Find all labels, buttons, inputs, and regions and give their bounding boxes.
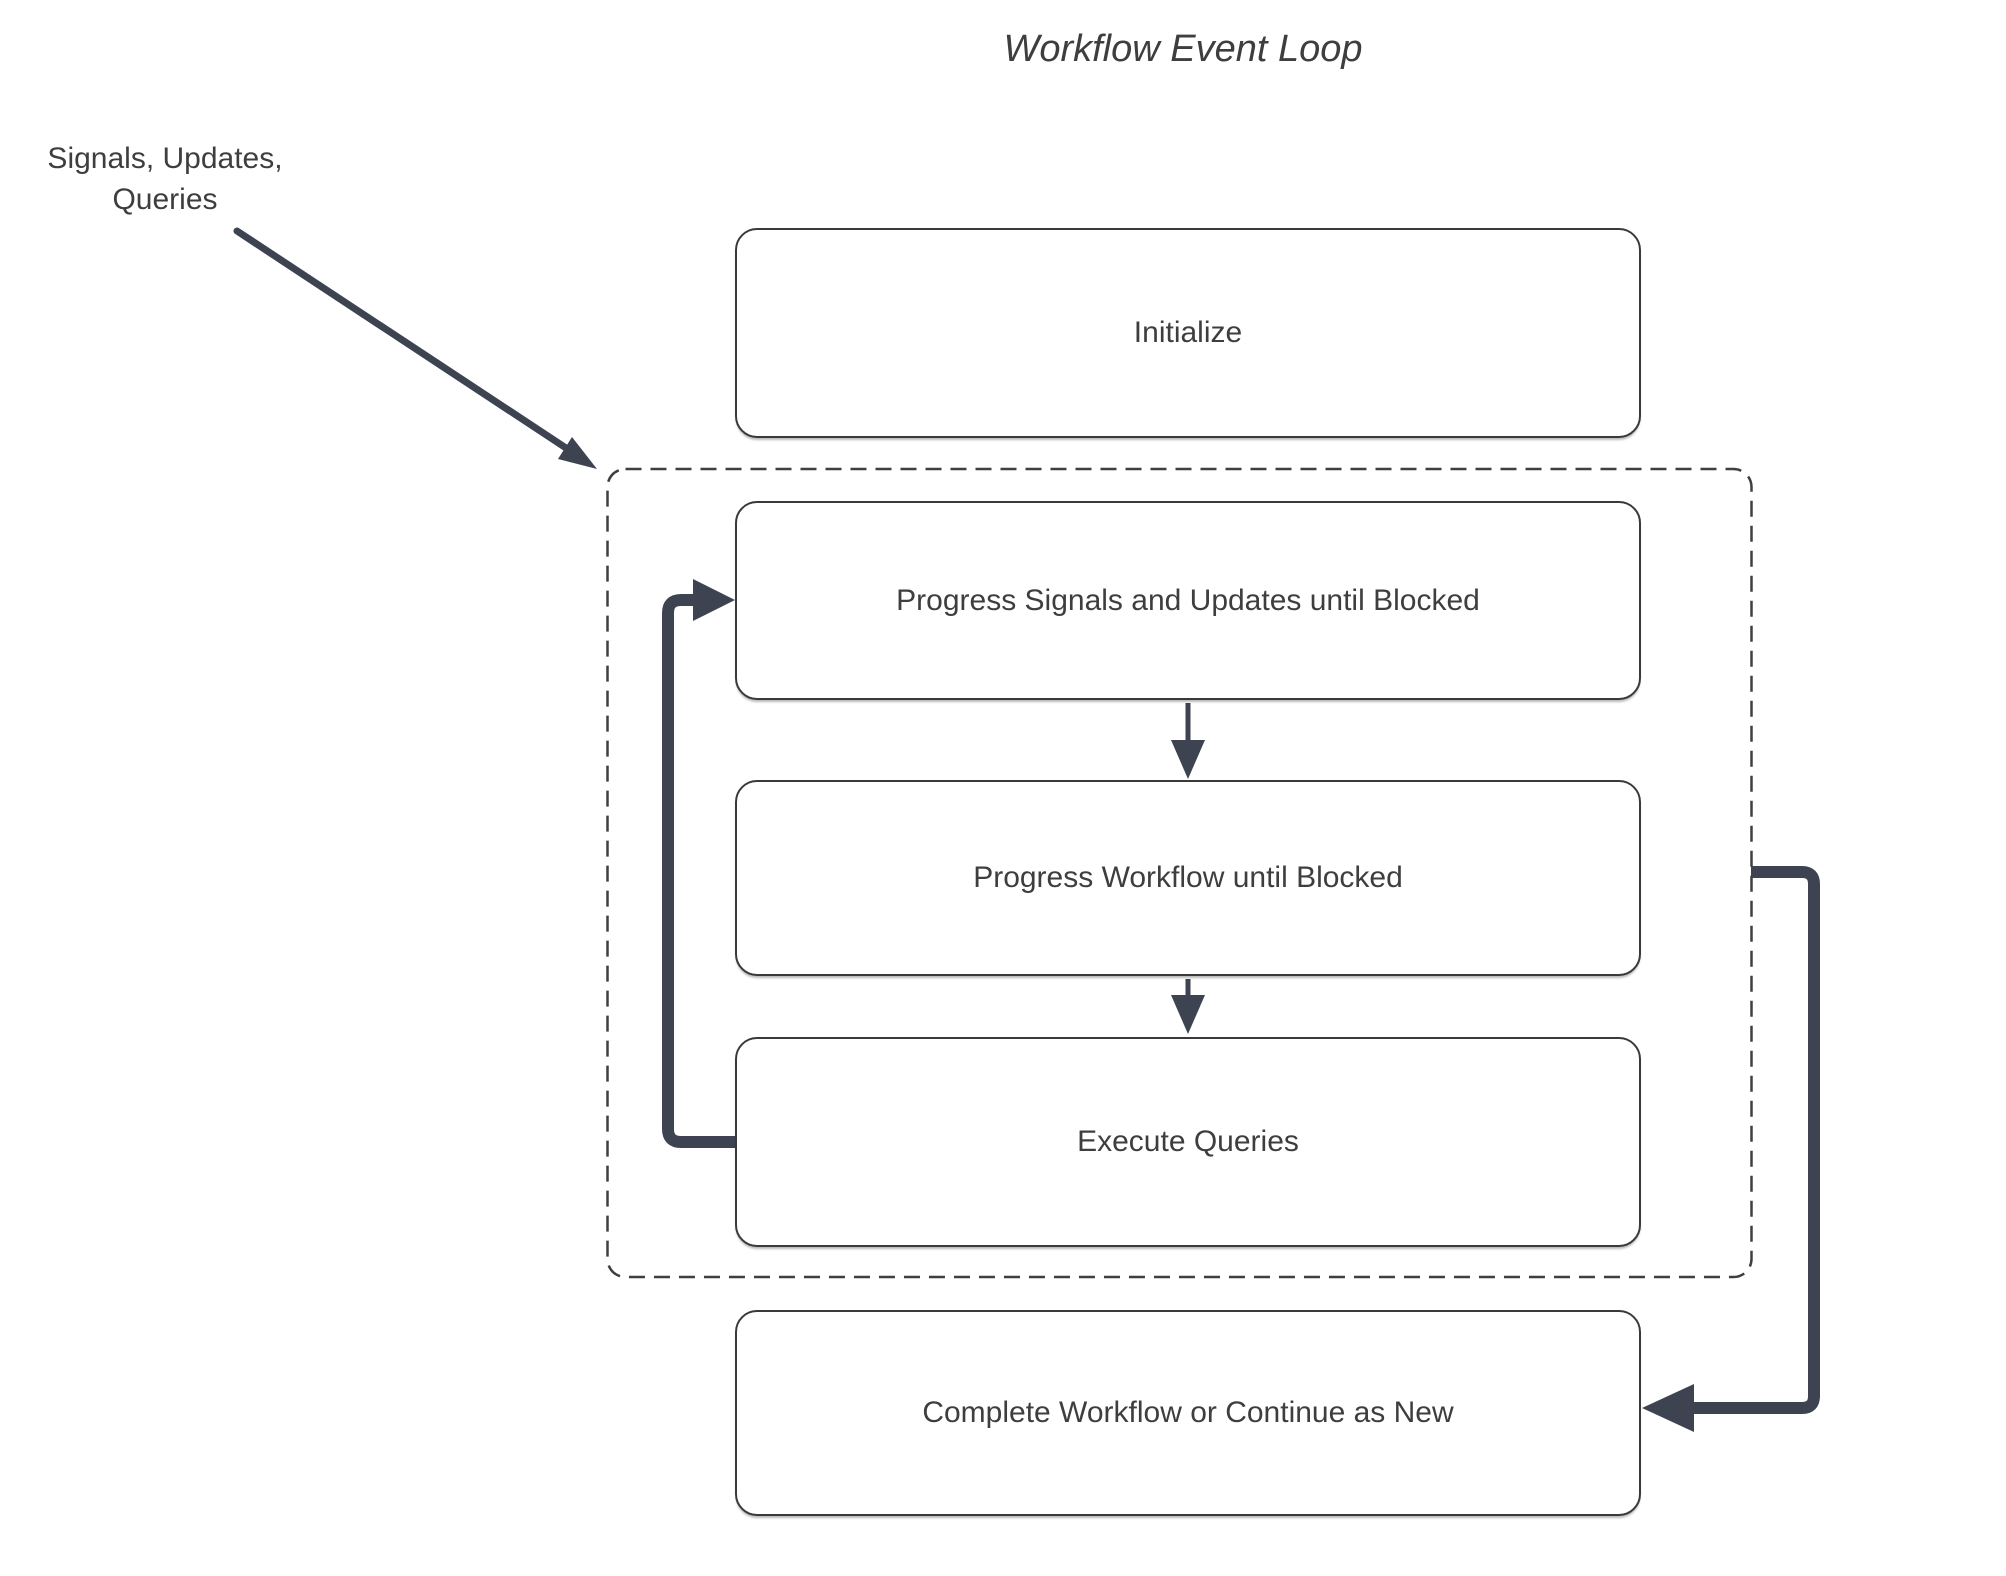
loop-arrowhead-right-icon bbox=[693, 579, 735, 621]
signals-input-arrow-line bbox=[233, 227, 570, 452]
exit-arrowhead-left-icon bbox=[1642, 1384, 1694, 1432]
loop-arrow-execute-queries-to-progress-signals bbox=[662, 579, 735, 1148]
node-progress-signals-and-updates: Progress Signals and Updates until Block… bbox=[735, 501, 1641, 700]
node-complete-workflow-label: Complete Workflow or Continue as New bbox=[922, 1396, 1454, 1429]
arrowhead-down-icon bbox=[1171, 995, 1205, 1034]
node-progress-workflow: Progress Workflow until Blocked bbox=[735, 780, 1641, 976]
arrow-progress-workflow-to-execute-queries bbox=[1171, 979, 1205, 1034]
node-initialize-label: Initialize bbox=[1133, 316, 1243, 349]
arrowhead-down-icon bbox=[1171, 740, 1205, 779]
arrow-progress-signals-to-progress-workflow bbox=[1171, 703, 1205, 779]
node-execute-queries: Execute Queries bbox=[735, 1037, 1641, 1247]
diagram-title: Workflow Event Loop bbox=[1003, 28, 1363, 70]
arrow-event-loop-to-complete bbox=[1642, 866, 1820, 1432]
signals-input-arrowhead bbox=[558, 437, 597, 469]
node-complete-workflow-or-continue-as-new: Complete Workflow or Continue as New bbox=[735, 1310, 1641, 1516]
node-initialize: Initialize bbox=[735, 228, 1641, 438]
node-execute-queries-label: Execute Queries bbox=[1077, 1125, 1299, 1158]
signals-input-arrow bbox=[233, 227, 597, 469]
node-progress-signals-and-updates-label: Progress Signals and Updates until Block… bbox=[896, 583, 1480, 617]
loop-arrow-line bbox=[662, 594, 735, 1148]
node-progress-workflow-label: Progress Workflow until Blocked bbox=[973, 861, 1403, 894]
signals-updates-queries-label: Signals, Updates, Queries bbox=[47, 142, 283, 217]
exit-arrow-line bbox=[1694, 866, 1820, 1414]
